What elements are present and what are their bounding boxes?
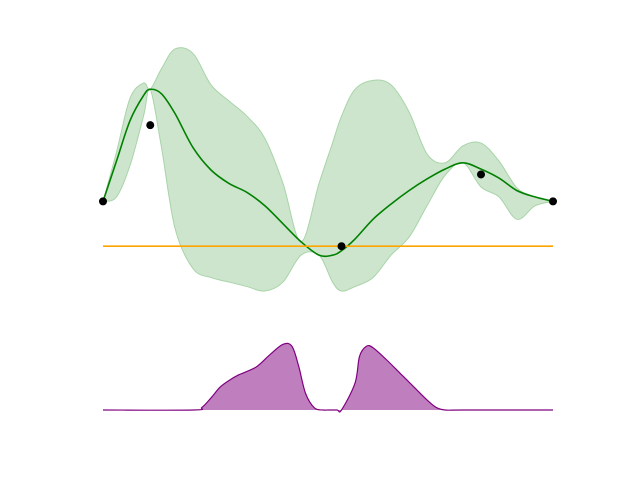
posterior-mean-line <box>102 88 554 258</box>
observation-point <box>146 121 155 130</box>
confidence-band <box>102 47 554 292</box>
observation-point <box>549 197 557 206</box>
acquisition-panel <box>102 342 553 413</box>
observation-point <box>99 197 107 206</box>
observation-point <box>477 170 485 179</box>
gp-posterior-panel <box>99 47 557 292</box>
observation-point <box>337 242 346 251</box>
acquisition-line <box>102 342 553 413</box>
acquisition-area <box>103 343 553 412</box>
